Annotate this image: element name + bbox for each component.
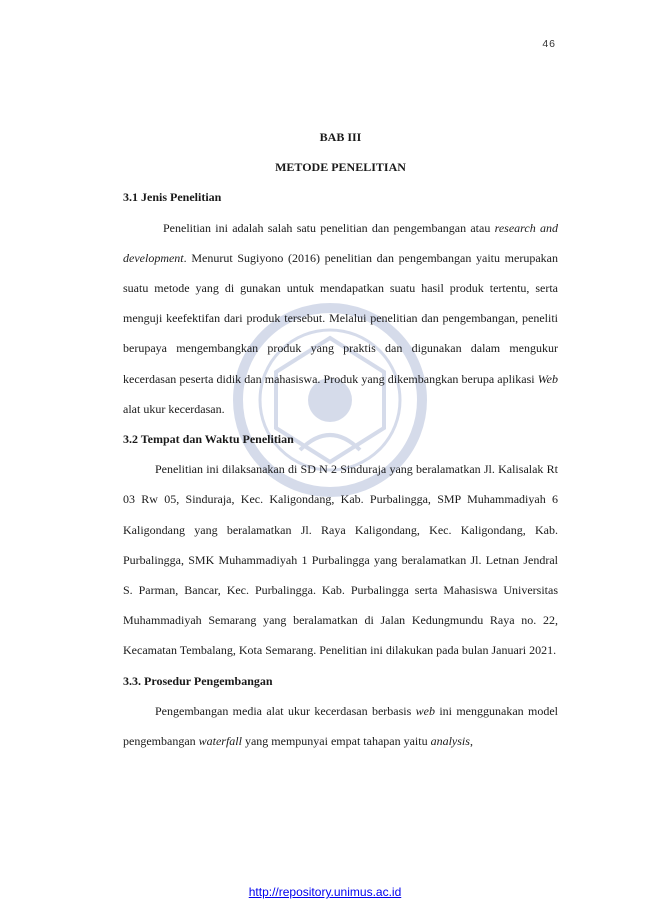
chapter-title: METODE PENELITIAN bbox=[275, 160, 406, 175]
chapter-label: BAB III bbox=[319, 130, 362, 144]
section-heading-3-3: 3.3. Prosedur Pengembangan bbox=[123, 673, 273, 688]
paragraph-3-2: Penelitian ini dilaksanakan di SD N 2 Si… bbox=[123, 462, 558, 658]
section-heading-3-1: 3.1 Jenis Penelitian bbox=[123, 190, 222, 205]
paragraph-3-3: Pengembangan media alat ukur kecerdasan … bbox=[123, 703, 558, 749]
page-number: 46 bbox=[542, 38, 556, 50]
paragraph-3-1: Penelitian ini adalah salah satu penelit… bbox=[123, 220, 558, 416]
section-heading-3-2: 3.2 Tempat dan Waktu Penelitian bbox=[123, 432, 294, 447]
repository-link[interactable]: http://repository.unimus.ac.id bbox=[248, 885, 402, 899]
document-body: BAB III METODE PENELITIAN 3.1 Jenis Pene… bbox=[123, 122, 558, 756]
